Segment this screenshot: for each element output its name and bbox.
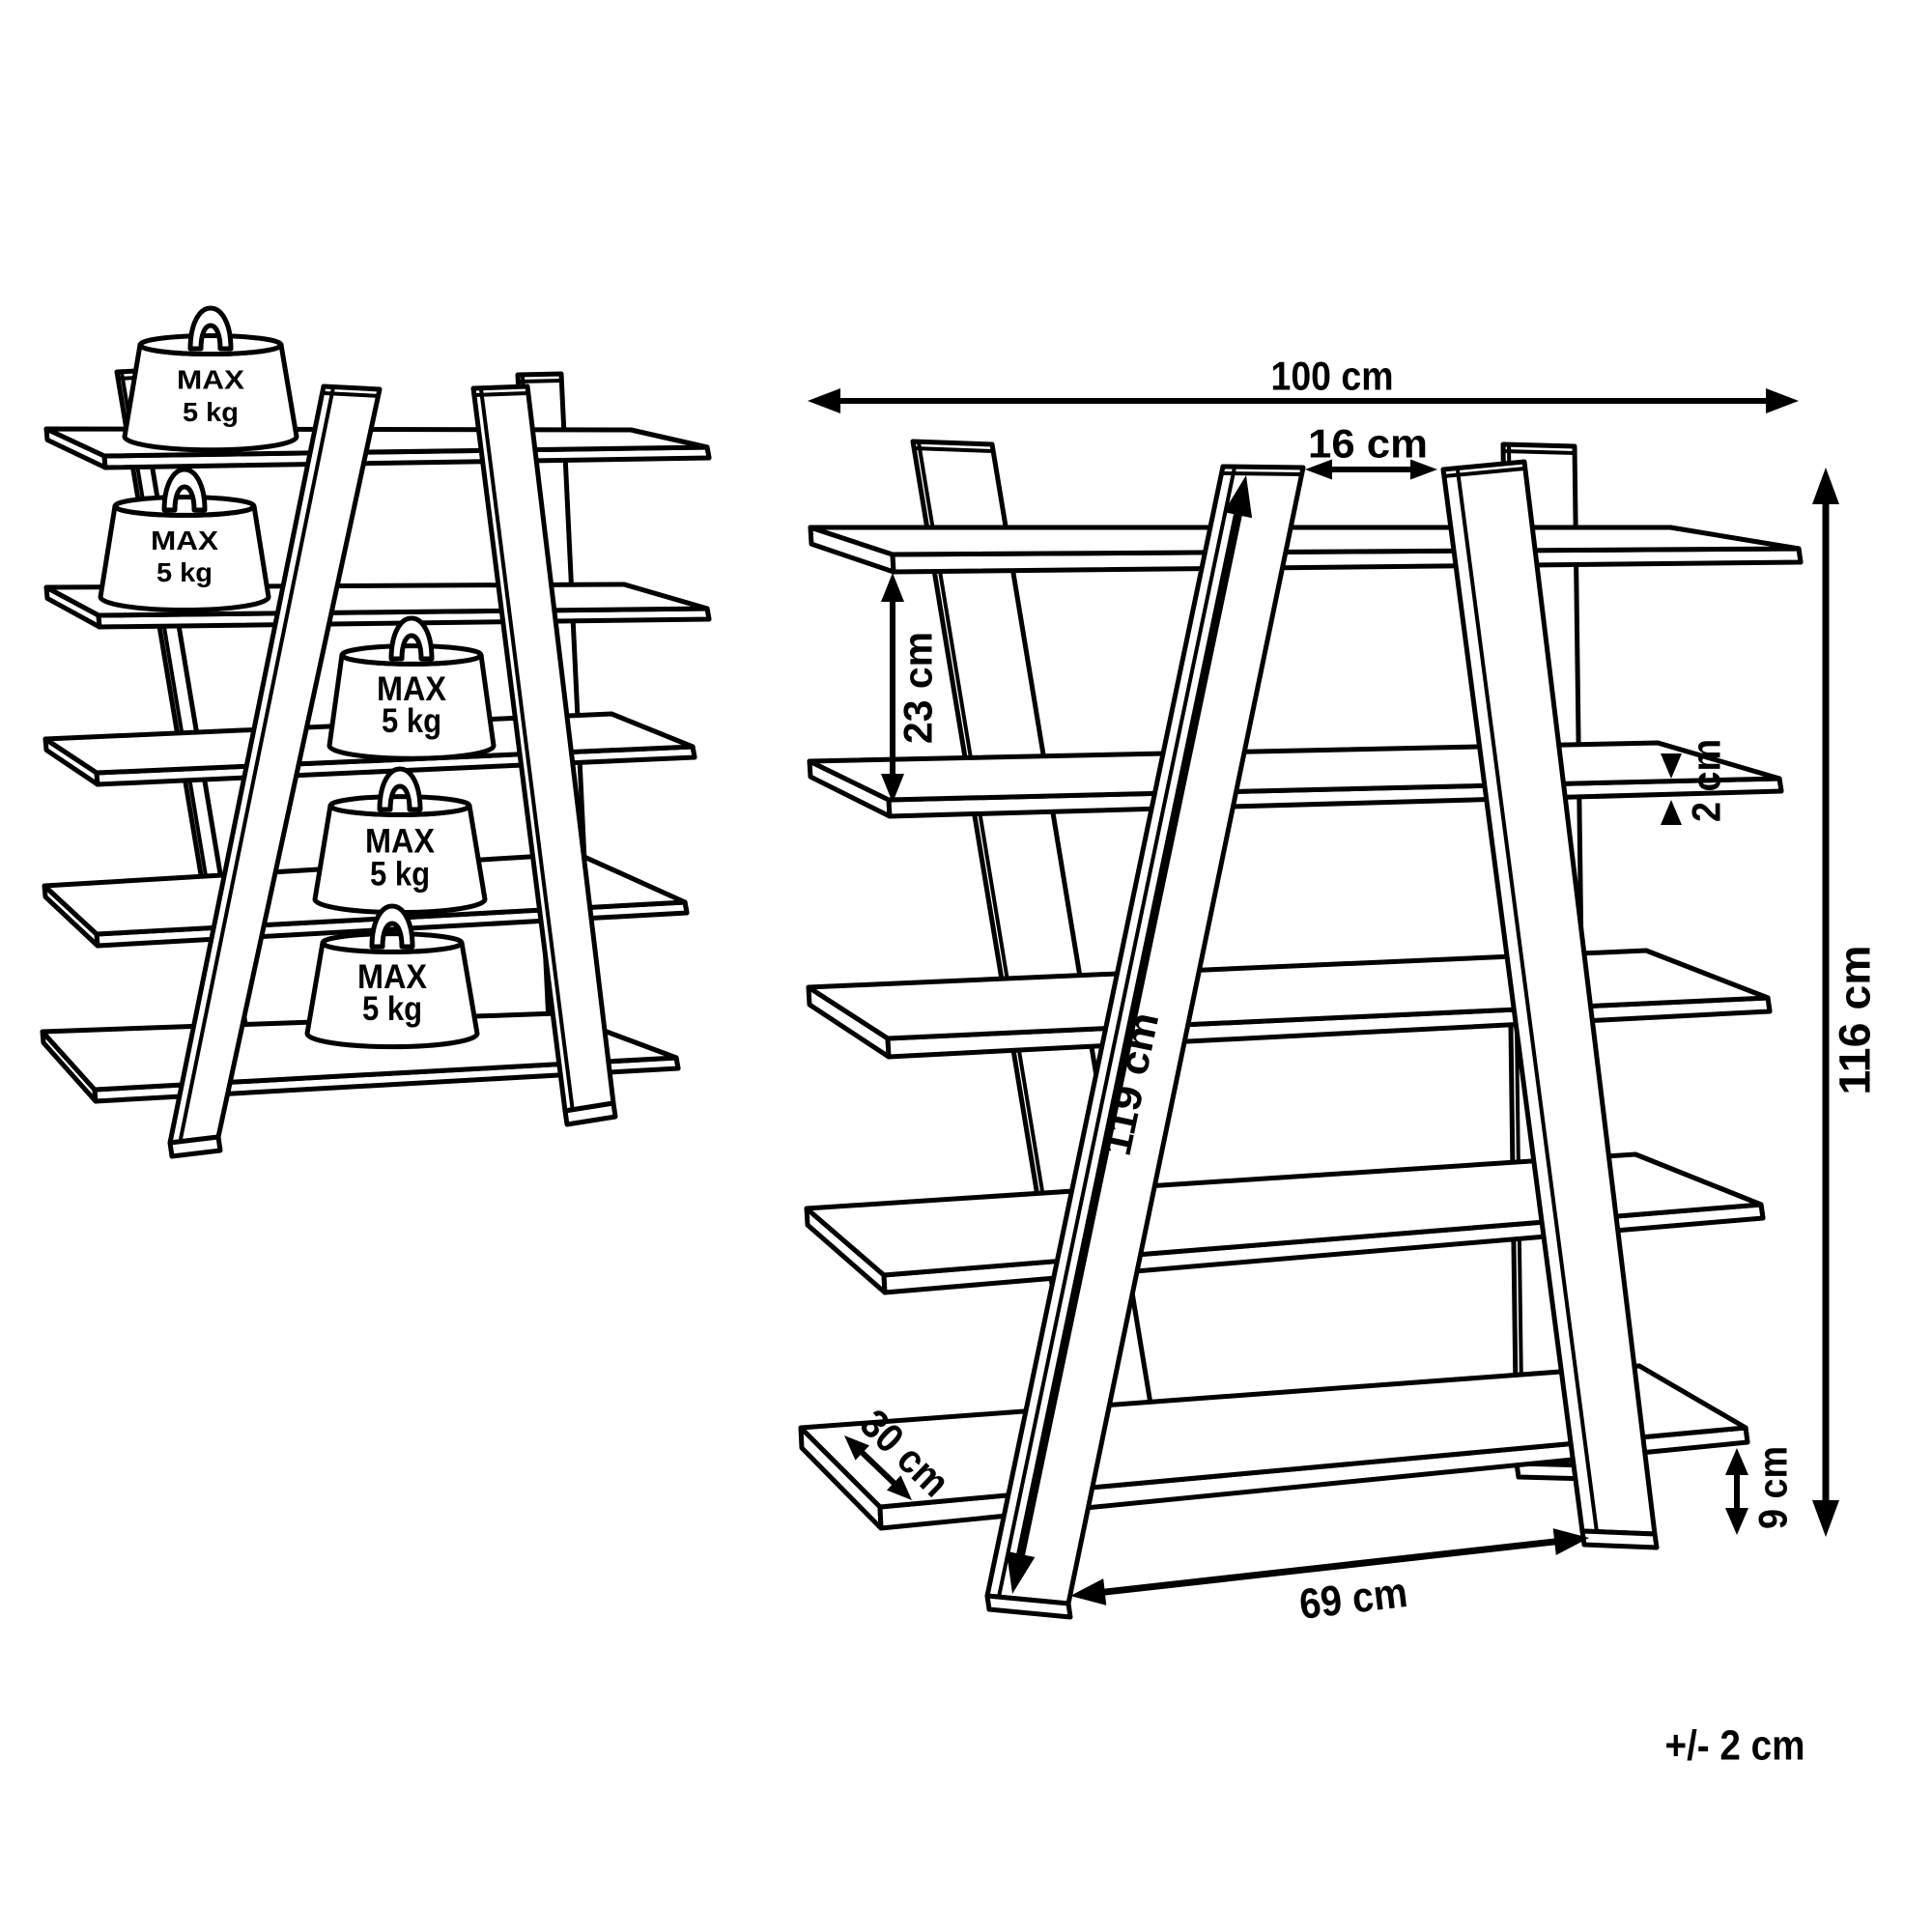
svg-text:5 kg: 5 kg xyxy=(362,990,422,1028)
svg-text:MAX: MAX xyxy=(357,958,428,996)
svg-text:116 cm: 116 cm xyxy=(1831,946,1880,1095)
svg-text:+/- 2 cm: +/- 2 cm xyxy=(1665,1722,1805,1770)
svg-text:MAX: MAX xyxy=(365,822,436,860)
svg-text:MAX: MAX xyxy=(177,365,244,395)
svg-text:16 cm: 16 cm xyxy=(1308,421,1428,467)
svg-text:23 cm: 23 cm xyxy=(895,632,941,744)
svg-text:MAX: MAX xyxy=(151,526,218,555)
svg-text:100 cm: 100 cm xyxy=(1271,354,1394,399)
svg-text:9 cm: 9 cm xyxy=(1750,1446,1796,1529)
svg-text:2 cm: 2 cm xyxy=(1684,739,1729,822)
svg-text:5 kg: 5 kg xyxy=(370,855,430,893)
svg-text:5 kg: 5 kg xyxy=(183,397,239,427)
svg-text:5 kg: 5 kg xyxy=(156,557,213,587)
svg-text:5 kg: 5 kg xyxy=(382,702,441,740)
svg-text:MAX: MAX xyxy=(377,670,447,708)
